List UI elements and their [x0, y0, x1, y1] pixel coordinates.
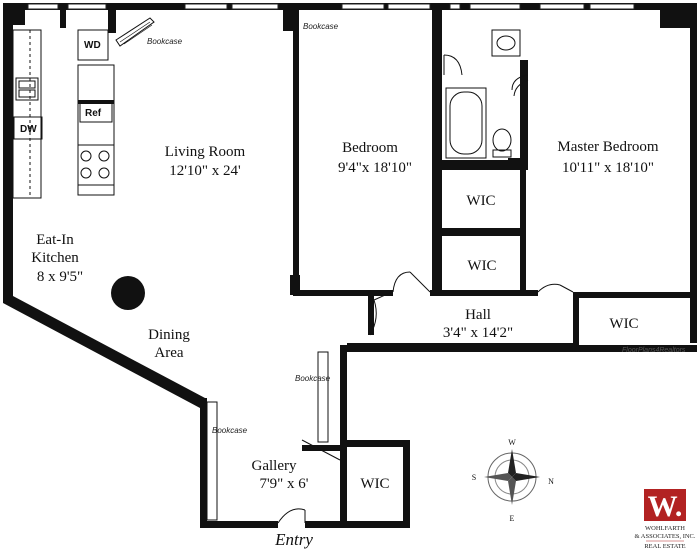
- gallery-dims: 7'9" x 6': [259, 476, 308, 492]
- bookcase-hatch: [115, 17, 155, 47]
- door-swings: [277, 79, 574, 524]
- bookcase-label-gallery-left: Bookcase: [212, 426, 248, 435]
- wic-master: WIC: [609, 316, 638, 332]
- logo-line2: & ASSOCIATES, INC.: [634, 533, 695, 540]
- kitchen-name-2: Kitchen: [31, 250, 79, 266]
- washer-dryer-label: WD: [84, 40, 101, 51]
- logo-line3: REAL ESTATE: [644, 543, 685, 550]
- living-room-name: Living Room: [165, 144, 246, 160]
- compass-n: N: [548, 477, 554, 486]
- dining-name-1: Dining: [148, 327, 190, 343]
- wohlfarth-logo: W. WOHLFARTH & ASSOCIATES, INC. REAL EST…: [634, 489, 696, 550]
- logo-letter: W.: [648, 490, 683, 523]
- ref-label: Ref: [85, 108, 102, 119]
- wic-bath-lower: WIC: [467, 258, 496, 274]
- wic-gallery: WIC: [360, 476, 389, 492]
- kitchen-fixtures: [12, 29, 115, 199]
- compass-rose-icon: [484, 449, 540, 505]
- hall-dims: 3'4" x 14'2": [443, 325, 513, 341]
- gallery-bookcases: [206, 351, 341, 521]
- master-bedroom-name: Master Bedroom: [557, 139, 659, 155]
- bookcase-label-gallery-right: Bookcase: [295, 374, 331, 383]
- master-bedroom-dims: 10'11" x 18'10": [562, 160, 654, 176]
- logo-line1: WOHLFARTH: [645, 525, 685, 532]
- compass-w: W: [508, 438, 516, 447]
- compass-s: S: [472, 473, 476, 482]
- dishwasher-label: DW: [20, 124, 37, 135]
- bathroom-fixtures: [443, 29, 528, 159]
- wic-bath-upper: WIC: [466, 193, 495, 209]
- entry-label: Entry: [274, 530, 313, 549]
- dining-name-2: Area: [154, 345, 183, 361]
- bedroom-dims: 9'4"x 18'10": [338, 160, 412, 176]
- compass-e: E: [510, 514, 515, 523]
- walls: [3, 3, 697, 528]
- kitchen-name-1: Eat-In: [36, 232, 74, 248]
- gallery-name: Gallery: [252, 458, 297, 474]
- dining-light-icon: [111, 276, 145, 310]
- living-room-dims: 12'10" x 24': [169, 163, 241, 179]
- kitchen-dims: 8 x 9'5": [37, 269, 83, 285]
- bookcase-label-living: Bookcase: [147, 37, 183, 46]
- bedroom-name: Bedroom: [342, 140, 398, 156]
- bookcase-label-bedroom: Bookcase: [303, 22, 339, 31]
- hall-name: Hall: [465, 307, 491, 323]
- watermark-text: FloorPlans4Realtors: [622, 347, 686, 354]
- windows: [27, 3, 635, 10]
